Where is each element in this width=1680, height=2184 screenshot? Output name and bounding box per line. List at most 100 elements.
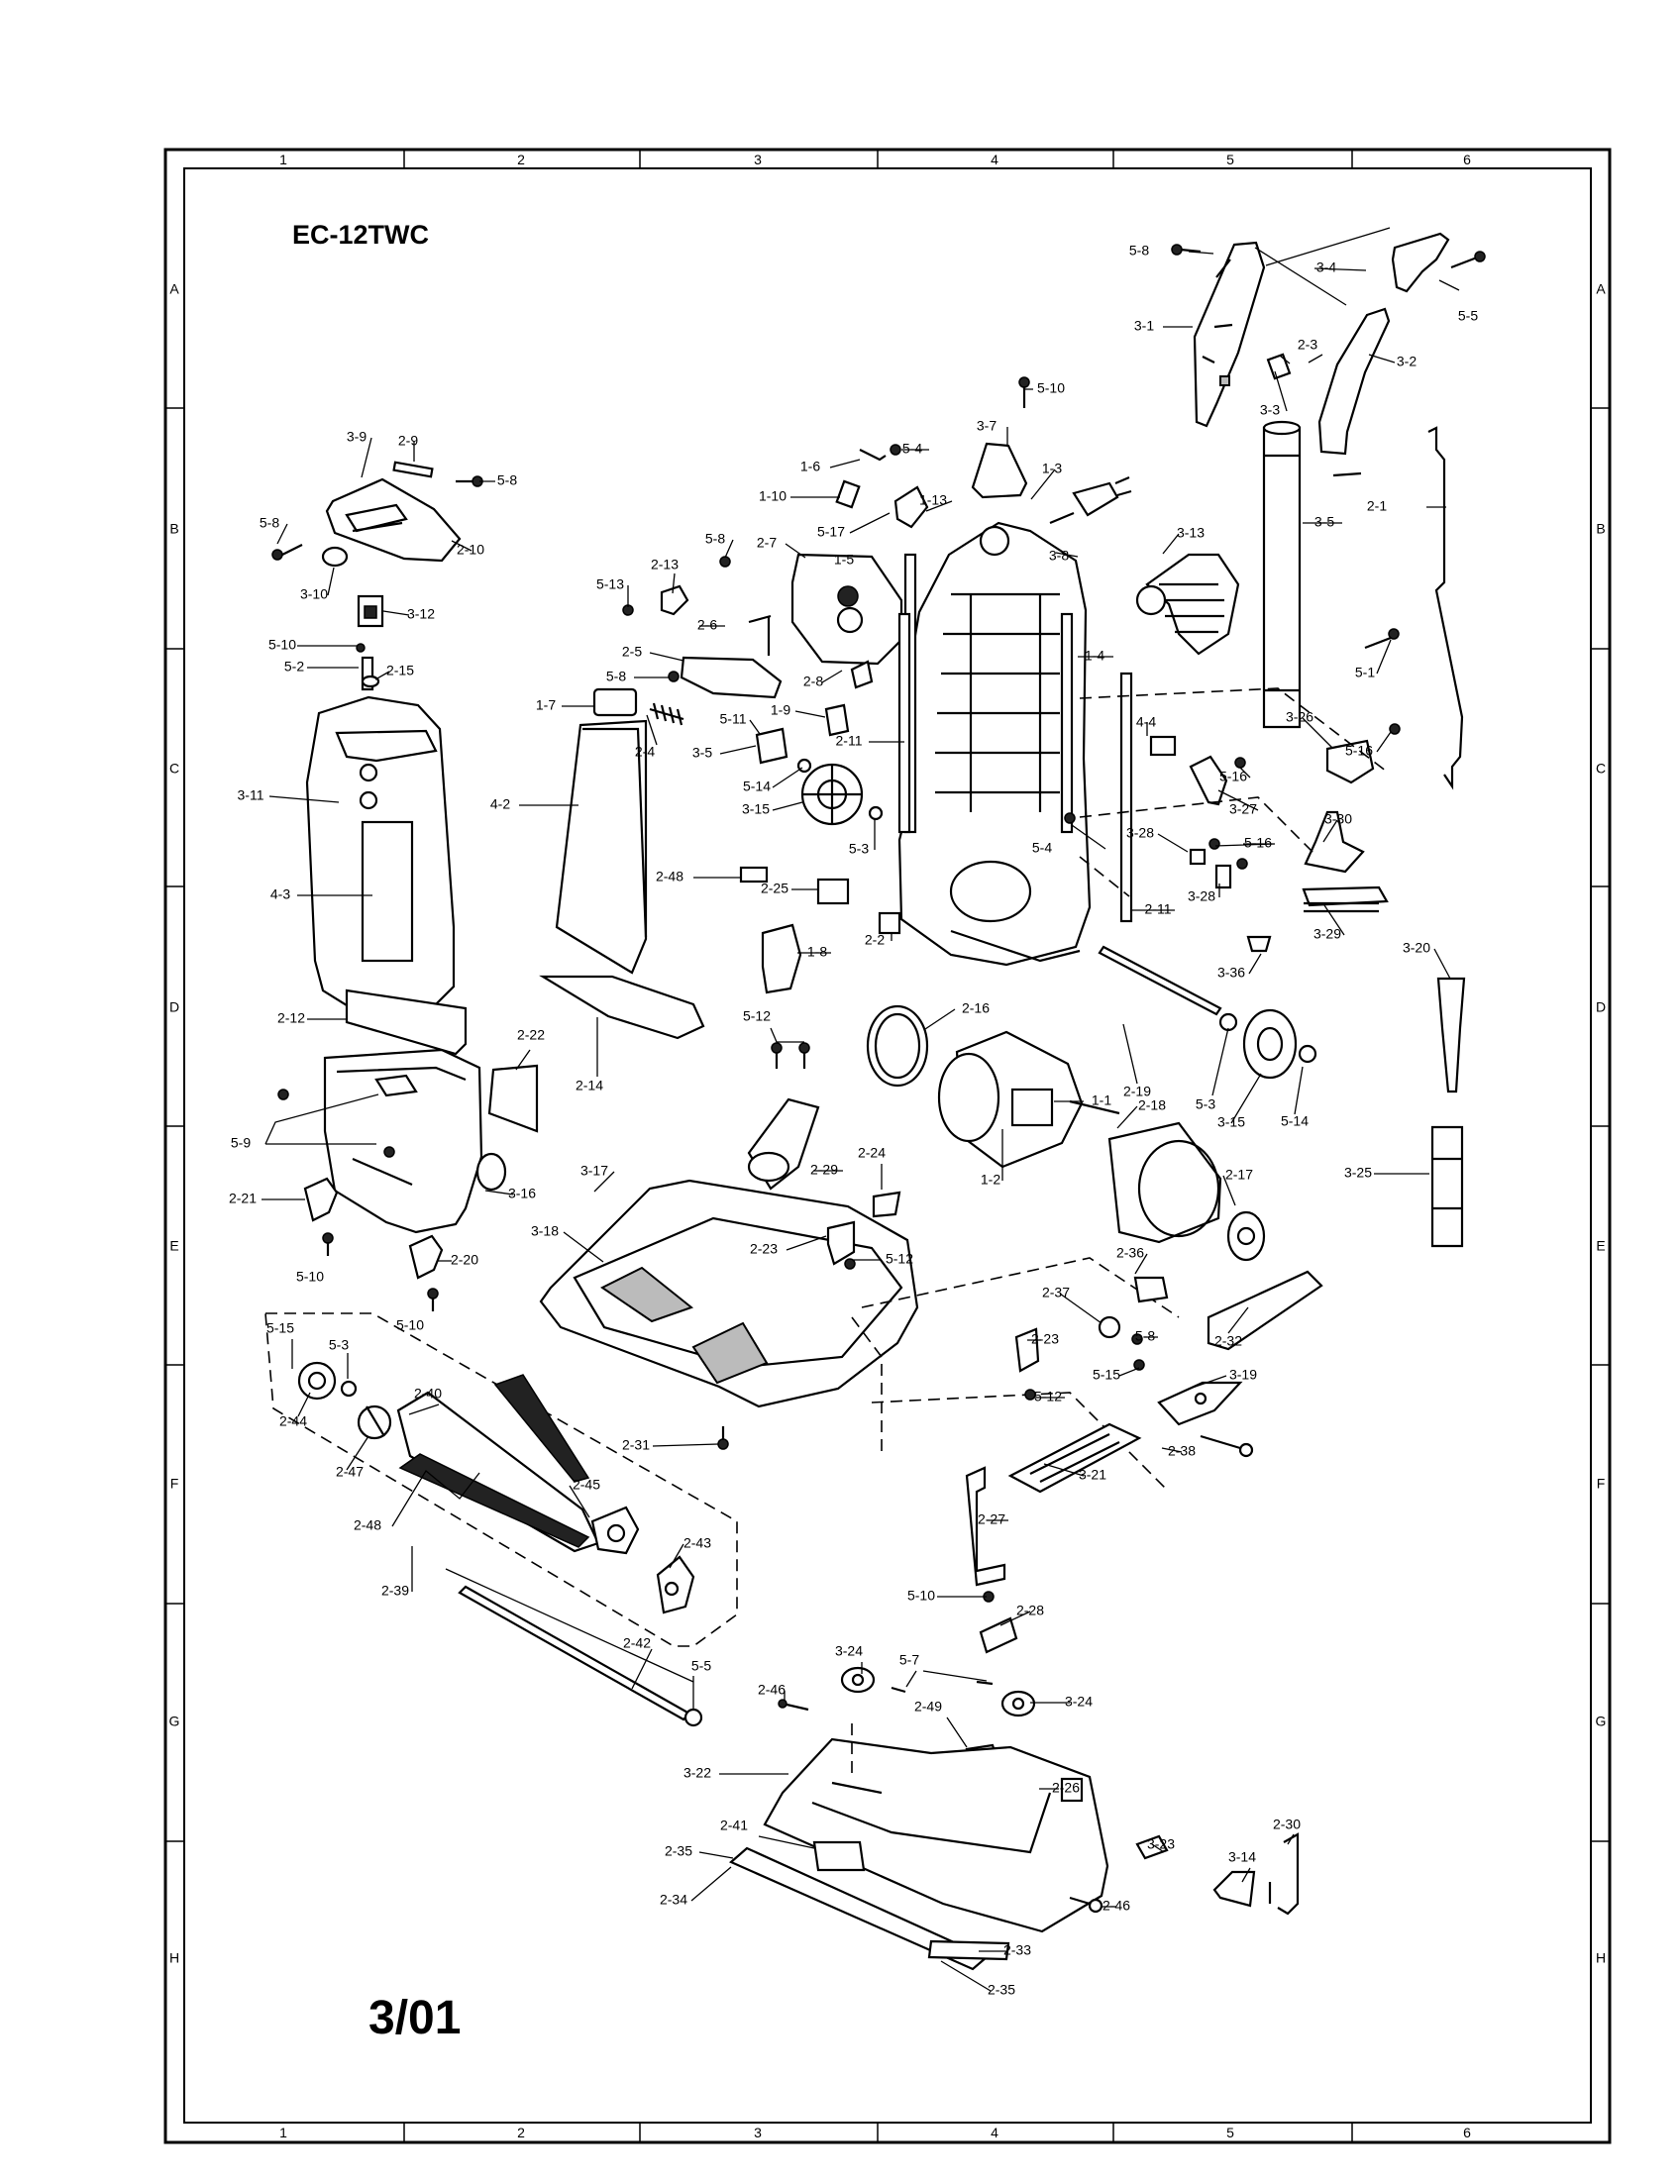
grid-row-label-right: C: [1596, 761, 1606, 777]
pin-2-46-b: [1069, 1896, 1103, 1914]
part-label: 5-1: [1355, 665, 1375, 680]
bracket-3-14: [1212, 1870, 1256, 1908]
part-label: 2-41: [720, 1818, 748, 1833]
fan-2-17: [1226, 1210, 1266, 1262]
label-2-2: [878, 911, 901, 935]
part-label: 2-31: [622, 1437, 650, 1453]
part-label: 2-33: [1003, 1942, 1031, 1958]
part-label: 3-28: [1126, 825, 1154, 841]
cap-3-7: [971, 442, 1028, 499]
part-label: 3-16: [508, 1186, 536, 1201]
tube-2-11-b: [1119, 672, 1133, 923]
grid-row-label-right: A: [1596, 281, 1606, 297]
bracket-3-19: [1157, 1381, 1243, 1426]
part-label: 1-6: [800, 459, 820, 474]
part-label: 3-18: [531, 1223, 559, 1239]
part-label: 2-1: [1367, 498, 1387, 514]
part-label: 5-12: [743, 1008, 771, 1024]
part-3-28-a: [1189, 848, 1207, 866]
bar-2-9: [392, 461, 434, 478]
screw-5-12-b: [844, 1258, 856, 1270]
part-label: 2-10: [457, 542, 484, 558]
part-label: 4-4: [1136, 714, 1156, 730]
grid-row-label-right: D: [1596, 999, 1606, 1015]
grid-row-label-right: B: [1596, 521, 1605, 537]
part-label: 2-13: [651, 557, 679, 572]
part-label: 3-36: [1217, 965, 1245, 981]
part-label: 5-4: [1032, 840, 1052, 856]
part-label: 5-10: [1037, 380, 1065, 396]
grid-column-label-top: 3: [754, 152, 762, 167]
part-label: 1-3: [1042, 461, 1062, 476]
part-label: 2-11: [836, 733, 863, 749]
screw-5-8-b: [456, 475, 483, 487]
pad-2-22: [487, 1064, 539, 1133]
part-label: 5-9: [231, 1135, 251, 1151]
part-label: 1-4: [1085, 648, 1104, 664]
cover-3-9: [325, 477, 462, 563]
part-label: 3-26: [1286, 709, 1313, 725]
part-label: 5-17: [817, 524, 845, 540]
part-label: 5-8: [497, 472, 517, 488]
screw-2-31: [717, 1426, 729, 1450]
part-label: 5-10: [296, 1269, 324, 1285]
grid-column-label-bottom: 5: [1226, 2125, 1234, 2140]
part-label: 2-8: [803, 674, 823, 689]
part-label: 5-16: [1219, 769, 1247, 784]
bracket-3-26: [1325, 739, 1375, 784]
wand-3-25: [1430, 1125, 1464, 1248]
screw-5-12-c: [1024, 1389, 1036, 1401]
part-label: 2-36: [1116, 1245, 1144, 1261]
hose-3-13: [1135, 553, 1240, 656]
part-label: 3-21: [1079, 1467, 1106, 1483]
part-3-5: [755, 727, 788, 765]
part-label: 1-10: [759, 488, 787, 504]
part-label: 3-22: [683, 1765, 711, 1781]
part-label: 5-10: [907, 1588, 935, 1604]
part-label: 2-21: [229, 1191, 257, 1206]
grid-column-label-bottom: 1: [279, 2125, 287, 2140]
lever-2-27: [965, 1466, 1006, 1587]
label-4-4: [1149, 735, 1177, 757]
part-label: 2-17: [1225, 1167, 1253, 1183]
part-label: 2-23: [750, 1241, 778, 1257]
part-label: 3-14: [1228, 1849, 1256, 1865]
label-2-25: [816, 878, 850, 905]
part-label: 2-23: [1031, 1331, 1059, 1347]
part-label: 2-32: [1214, 1333, 1242, 1349]
part-label: 2-27: [978, 1511, 1005, 1527]
clip-3-23: [1135, 1834, 1169, 1860]
grid-row-label-left: G: [169, 1714, 180, 1729]
part-label: 2-34: [660, 1892, 687, 1908]
switch-2-3: [1266, 353, 1292, 380]
cord-hook-2-1: [1427, 426, 1464, 790]
screw-5-4-a: [890, 444, 901, 456]
screw-5-16-c: [1208, 838, 1248, 870]
strip-2-33: [927, 1939, 1010, 1961]
inner-frame: [183, 167, 1592, 2124]
bracket-2-23: [826, 1220, 856, 1266]
part-label: 2-35: [665, 1843, 692, 1859]
bolt-2-38: [1200, 1434, 1254, 1458]
part-2-8: [850, 660, 874, 689]
wheel-3-24-a: [840, 1666, 876, 1694]
part-label: 2-5: [622, 644, 642, 660]
grid-column-label-top: 6: [1463, 152, 1471, 167]
part-label: 5-8: [705, 531, 725, 547]
part-label: 2-14: [576, 1078, 603, 1093]
bearing-2-44: [297, 1361, 337, 1401]
screw-5-1: [1364, 628, 1400, 650]
part-label: 1-9: [771, 702, 790, 718]
part-label: 5-4: [902, 441, 922, 457]
washer-5-3-b: [1218, 1012, 1238, 1032]
part-label: 2-4: [635, 744, 655, 760]
revision-date: 3/01: [368, 1992, 462, 2044]
part-label: 2-42: [623, 1635, 651, 1651]
bottom-plate-3-22: [763, 1737, 1109, 1933]
part-label: 3-24: [835, 1643, 863, 1659]
switch-1-13: [893, 485, 929, 529]
part-label: 2-49: [914, 1699, 942, 1715]
cap-3-10: [321, 546, 349, 568]
screw-5-15-b: [1133, 1359, 1145, 1371]
